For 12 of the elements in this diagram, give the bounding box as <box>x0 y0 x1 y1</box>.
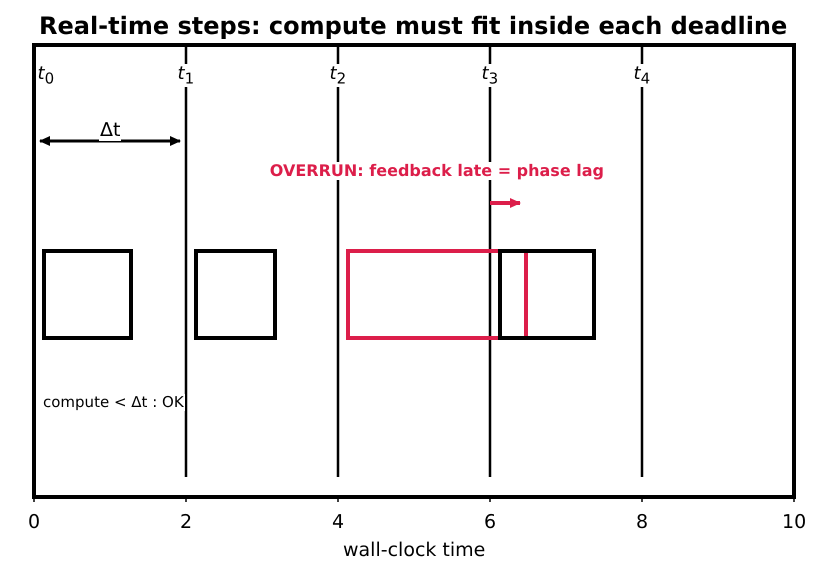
interval-label: Δt <box>99 120 122 141</box>
status-note: compute < Δt : OK <box>42 394 185 410</box>
overrun-note: OVERRUN: feedback late = phase lag <box>268 162 605 180</box>
compute-block <box>42 249 133 340</box>
diagram-title: Real-time steps: compute must fit inside each deadline <box>38 13 788 40</box>
time-marker-label: t$_{1}$ <box>176 64 196 88</box>
time-marker-label: t$_{3}$ <box>480 64 500 88</box>
compute-block <box>498 249 596 340</box>
compute-block <box>194 249 278 340</box>
time-marker-label: t$_{4}$ <box>632 64 652 88</box>
compute-block <box>346 249 528 340</box>
time-marker-label: t$_{2}$ <box>328 64 348 88</box>
